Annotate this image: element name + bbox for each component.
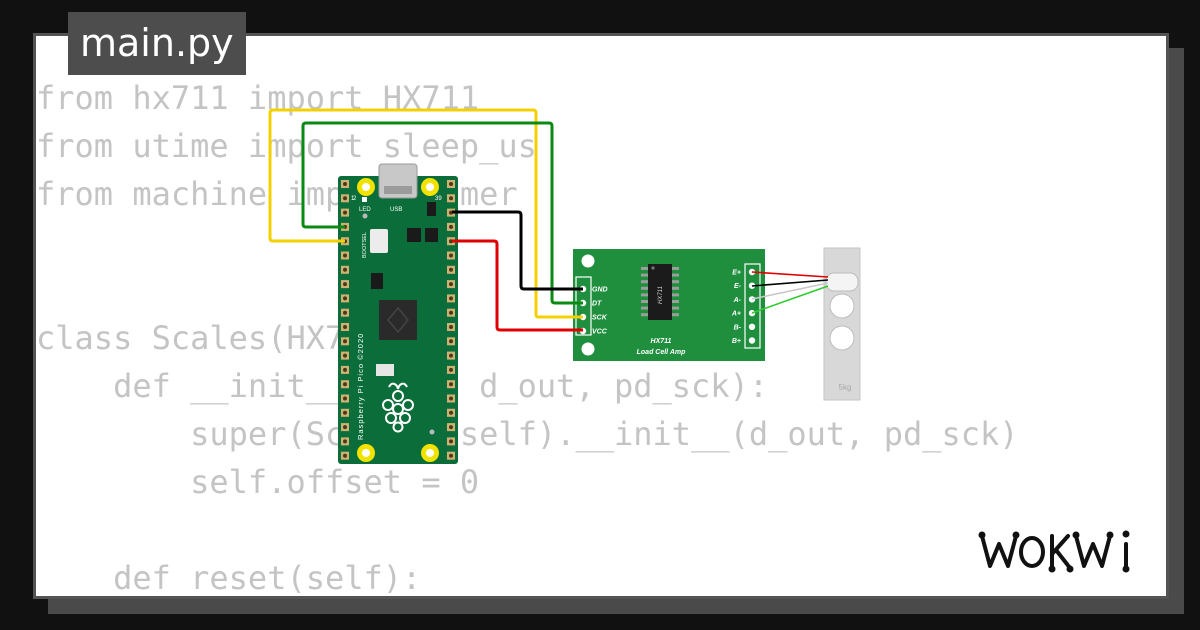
pin-a-minus[interactable] bbox=[748, 296, 756, 303]
pin-1-label: 1 bbox=[351, 196, 355, 202]
code-line: from utime import sleep_us bbox=[36, 127, 537, 165]
pin-label: DT bbox=[592, 301, 602, 308]
rp2040-chip bbox=[379, 300, 417, 340]
hx711-chip bbox=[648, 264, 672, 320]
pico-right-pin-header bbox=[447, 180, 455, 460]
led-label: LED bbox=[359, 207, 371, 213]
load-cell-label: 5kg bbox=[839, 383, 852, 392]
wire-green-dt[interactable] bbox=[301, 121, 583, 305]
code-line: from hx711 import HX711 bbox=[36, 79, 480, 117]
load-cell-hole bbox=[829, 293, 855, 319]
mounting-hole-icon bbox=[581, 254, 595, 268]
usb-label: USB bbox=[390, 207, 402, 213]
code-line: def reset(self): bbox=[36, 559, 422, 597]
pin-label: E+ bbox=[732, 270, 741, 277]
pin-label: B- bbox=[734, 324, 742, 331]
wire-black-e-minus[interactable] bbox=[751, 279, 829, 287]
pin-label: A- bbox=[733, 297, 742, 304]
pin-b-minusplus[interactable] bbox=[748, 337, 756, 344]
pico-left-pin-header bbox=[341, 180, 349, 460]
wire-green-a-plus[interactable] bbox=[751, 285, 829, 314]
pin-39-label: 39 bbox=[435, 196, 442, 202]
wire-red-vcc[interactable] bbox=[452, 239, 583, 332]
pin-label: B+ bbox=[732, 338, 741, 345]
wire-yellow-sck[interactable] bbox=[268, 108, 583, 319]
pin-label: GND bbox=[592, 287, 608, 294]
code-line: self.offset = 0 bbox=[36, 463, 480, 501]
board-silkscreen-text: Raspberry Pi Pico ©2020 bbox=[356, 333, 365, 440]
wire-red-e-plus[interactable] bbox=[751, 271, 829, 278]
pin-label: SCK bbox=[592, 315, 608, 322]
module-subtitle: Load Cell Amp bbox=[637, 349, 686, 356]
pin-a-minusplus[interactable] bbox=[748, 309, 756, 317]
chip-label: HX711 bbox=[658, 286, 664, 304]
hx711-module[interactable]: GND DT SCK VCC E+ E- A- A+ B- B+ HX711 HX711 Loa… bbox=[573, 249, 765, 361]
mounting-hole-icon bbox=[581, 342, 595, 356]
wire-white-a-minus[interactable] bbox=[751, 282, 829, 300]
module-title: HX711 bbox=[651, 338, 672, 345]
led bbox=[362, 197, 367, 202]
wokwi-logo-icon bbox=[978, 530, 1130, 573]
wire-black-gnd[interactable] bbox=[452, 210, 583, 291]
bootsel-label: BOOTSEL bbox=[362, 232, 368, 258]
pin-label: A+ bbox=[731, 311, 741, 318]
pin-label: VCC bbox=[592, 329, 608, 336]
raspberry-pi-pico-board[interactable]: 1 2 39 LED USB BOOTSEL Raspberry Pi Pico… bbox=[338, 163, 458, 464]
load-cell-hole bbox=[829, 325, 855, 351]
raspberry-logo-icon bbox=[382, 382, 414, 433]
file-tab[interactable]: main.py bbox=[68, 12, 246, 75]
bootsel-button[interactable] bbox=[370, 229, 388, 253]
load-cell[interactable]: 5kg bbox=[823, 247, 861, 401]
load-cell-connector bbox=[825, 272, 859, 292]
pin-2-label: 2 bbox=[353, 196, 357, 202]
pin-label: E- bbox=[734, 283, 742, 290]
pin-b-minus[interactable] bbox=[748, 323, 756, 330]
